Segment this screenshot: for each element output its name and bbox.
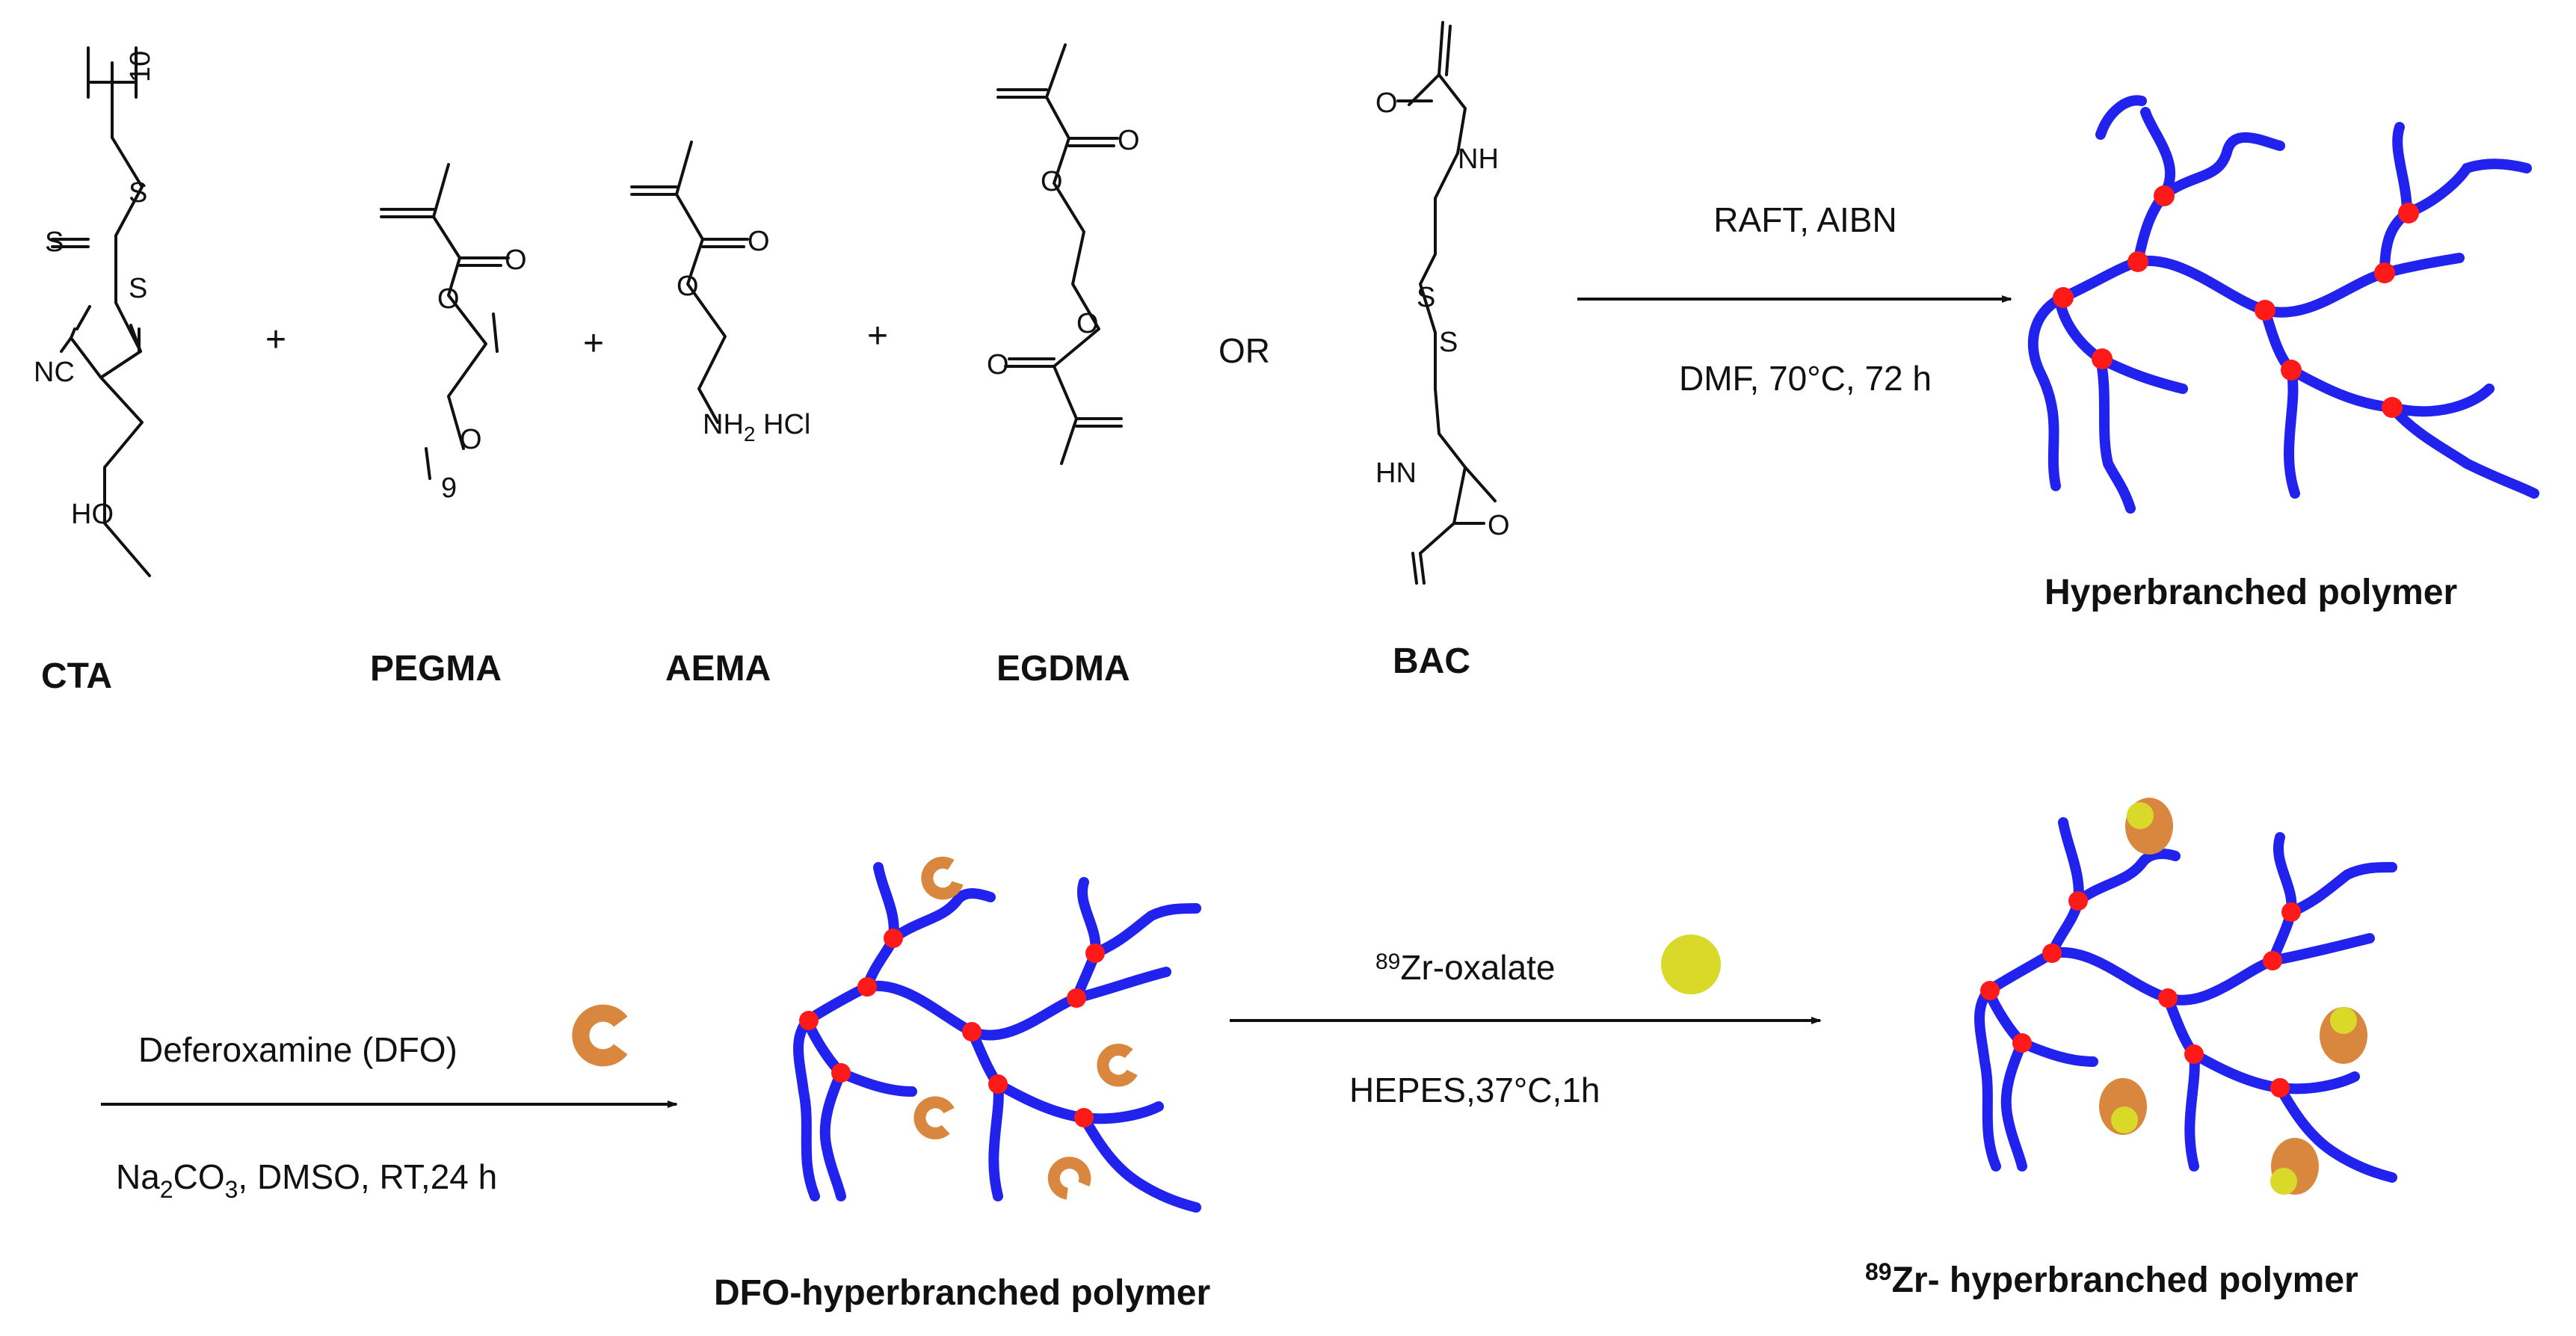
cta-atom-s1: S — [129, 177, 147, 209]
aema-atom-o-carbonyl: O — [748, 226, 770, 257]
zr-chelate-icons — [2099, 798, 2367, 1195]
step2-condition-below: Na2CO3, DMSO, RT,24 h — [116, 1157, 497, 1203]
bac-atom-nh1: NH — [1458, 144, 1499, 175]
step2-condition-above: Deferoxamine (DFO) — [138, 1030, 457, 1069]
hyperbranched-polymer-nodes — [2053, 185, 2419, 418]
plus-sign-1: + — [265, 320, 286, 360]
bac-atom-o2: O — [1488, 510, 1510, 541]
dfo-polymer-nodes — [799, 929, 1105, 1127]
pegma-atom-o-carbonyl: O — [505, 244, 527, 276]
egdma-atom-o1: O — [1118, 125, 1140, 156]
bac-atom-hn2: HN — [1375, 458, 1417, 489]
pegma-label: PEGMA — [370, 649, 502, 689]
dfo-polymer-graphic — [793, 862, 1201, 1213]
step1-condition-above: RAFT, AIBN — [1713, 200, 1896, 239]
cta-atom-s2: S — [45, 227, 64, 258]
step1-condition-below: DMF, 70°C, 72 h — [1679, 359, 1932, 398]
zr-polymer-nodes — [1980, 891, 2301, 1098]
cta-atom-nc: NC — [34, 357, 75, 388]
cta-structure: 10 S S S NC HO — [34, 46, 156, 577]
egdma-atom-o3: O — [1076, 308, 1099, 339]
zr-legend-icon — [1661, 935, 1721, 994]
dfo-polymer-label: DFO-hyperbranched polymer — [714, 1273, 1210, 1313]
dfo-legend-icon — [572, 1004, 628, 1067]
egdma-structure: O O O O — [987, 43, 1140, 465]
aema-label: AEMA — [665, 649, 771, 689]
zr-polymer-graphic — [1974, 817, 2397, 1183]
pegma-atom-o-ether: O — [460, 424, 482, 455]
egdma-atom-o4: O — [987, 349, 1009, 381]
cta-label: CTA — [41, 656, 112, 696]
aema-structure: O O NH2 HCl — [630, 141, 810, 446]
hyperbranched-polymer-label: Hyperbranched polymer — [2045, 573, 2457, 612]
pegma-subscript-9: 9 — [441, 472, 457, 504]
plus-sign-2: + — [583, 324, 604, 363]
plus-sign-3: + — [867, 316, 888, 356]
egdma-label: EGDMA — [996, 649, 1130, 689]
pegma-structure: O O O 9 — [380, 163, 527, 504]
pegma-atom-o-ester: O — [437, 283, 460, 315]
hyperbranched-polymer-graphic — [2027, 95, 2539, 514]
bac-atom-s1: S — [1417, 282, 1435, 313]
bac-atom-o1: O — [1375, 87, 1398, 119]
bac-label: BAC — [1393, 641, 1470, 681]
cta-atom-ho: HO — [71, 499, 114, 530]
cta-atom-s3: S — [129, 273, 147, 304]
step3-condition-above: 89Zr-oxalate — [1375, 948, 1555, 987]
zr-polymer-label: 89Zr- hyperbranched polymer — [1865, 1258, 2358, 1300]
bac-structure: O NH S S HN O — [1375, 21, 1510, 585]
or-text: OR — [1218, 331, 1270, 370]
step3-condition-below: HEPES,37°C,1h — [1349, 1071, 1600, 1109]
aema-atom-o-ester: O — [677, 271, 699, 302]
aema-atom-nh2: NH2 HCl — [703, 409, 810, 446]
bac-atom-s2: S — [1439, 327, 1458, 358]
egdma-atom-o2: O — [1041, 166, 1063, 197]
cta-subscript-10: 10 — [125, 51, 156, 82]
